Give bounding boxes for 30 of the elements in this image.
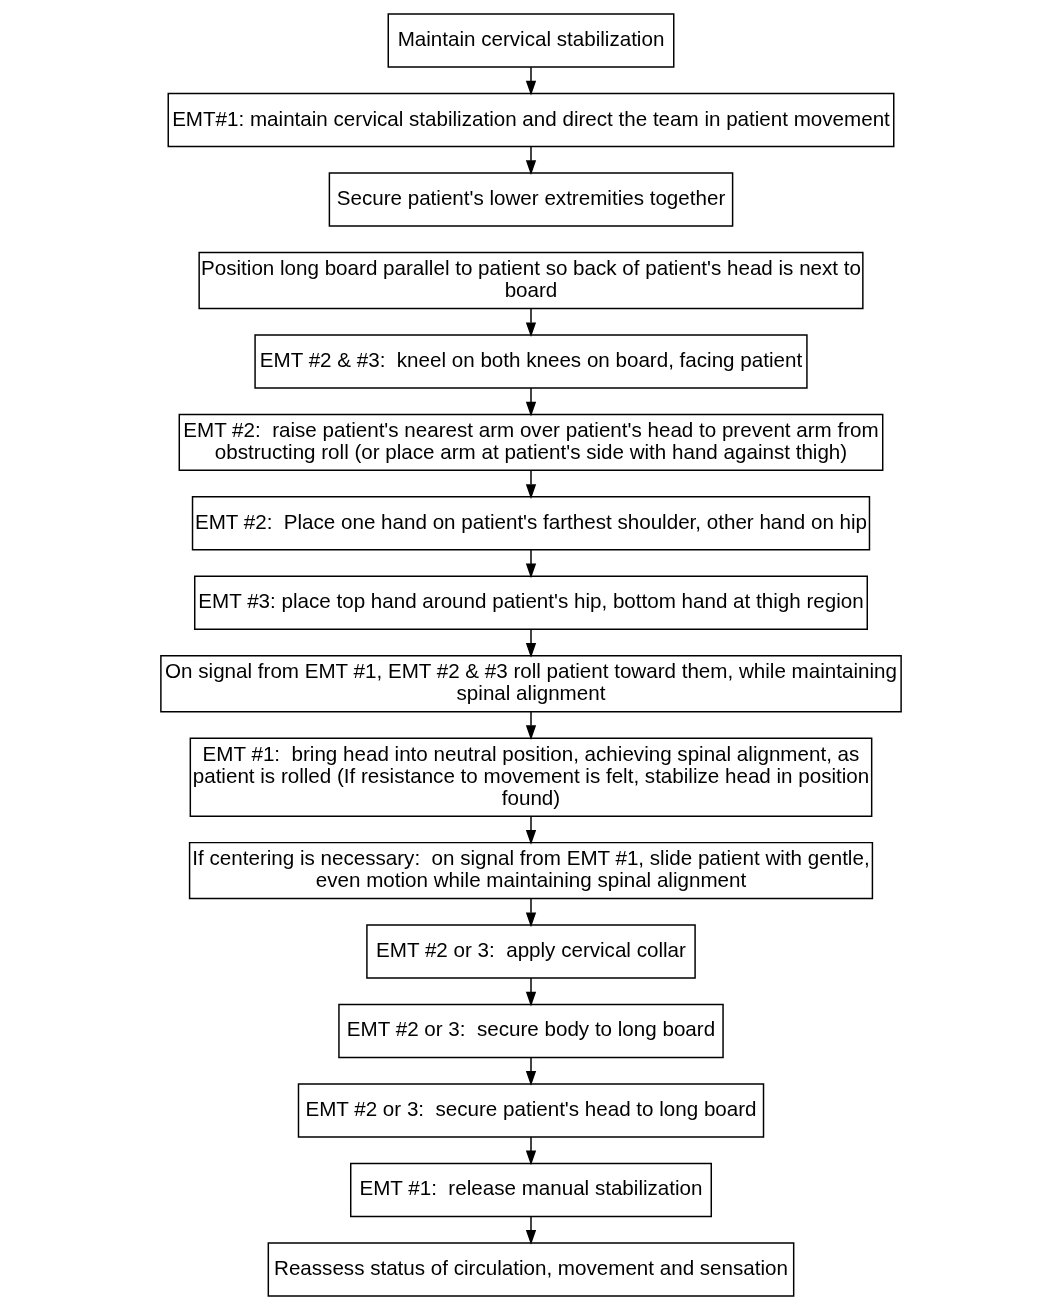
node-box: Maintain cervical stabilization bbox=[387, 13, 674, 68]
node-box: EMT #2 or 3: apply cervical collar bbox=[365, 924, 696, 979]
node-box: EMT #2 & #3: kneel on both knees on board, facing patient bbox=[253, 334, 808, 389]
node-box: EMT #3: place top hand around patient's hip, bottom hand at thigh region bbox=[193, 575, 868, 630]
arrow bbox=[525, 1136, 536, 1166]
node-box: EMT #2: Place one hand on patient's farthest shoulder, other hand on hip bbox=[191, 496, 870, 551]
arrow bbox=[525, 1215, 536, 1245]
node-box: Position long board parallel to patient so back of patient's head is next to board bbox=[197, 251, 864, 310]
arrow bbox=[525, 711, 536, 740]
arrow bbox=[525, 549, 536, 579]
node-box: On signal from EMT #1, EMT #2 & #3 roll patient toward them, while maintaining spinal alignment bbox=[159, 655, 902, 713]
node-box: EMT #2 or 3: secure body to long board bbox=[337, 1003, 724, 1059]
arrow bbox=[525, 628, 536, 658]
arrow bbox=[525, 387, 536, 417]
node-box: Reassess status of circulation, movement and sensation bbox=[267, 1242, 794, 1297]
node-box: Secure patient's lower extremities together bbox=[328, 172, 733, 227]
arrow bbox=[525, 977, 536, 1007]
arrow bbox=[525, 308, 536, 338]
node-box: EMT #1: release manual stabilization bbox=[349, 1162, 712, 1218]
node-box: EMT #2: raise patient's nearest arm over patient's head to prevent arm from obstructing roll (or place arm at patient's side with hand against thigh) bbox=[178, 413, 883, 472]
arrow bbox=[525, 898, 536, 928]
arrow bbox=[525, 469, 536, 499]
arrow bbox=[525, 145, 536, 175]
node-box: EMT #1: bring head into neutral position, achieving spinal alignment, as patient is rolled (If resistance to movement is felt, stabilize head in position found) bbox=[189, 737, 872, 817]
node-box: EMT #2 or 3: secure patient's head to long board bbox=[297, 1083, 764, 1138]
arrow bbox=[525, 66, 536, 96]
arrow bbox=[525, 1056, 536, 1086]
node-box: EMT#1: maintain cervical stabilization and direct the team in patient movement bbox=[167, 92, 894, 148]
arrow bbox=[525, 815, 536, 845]
node-box: If centering is necessary: on signal from EMT #1, slide patient with gentle, even motion while maintaining spinal alignment bbox=[188, 841, 873, 900]
